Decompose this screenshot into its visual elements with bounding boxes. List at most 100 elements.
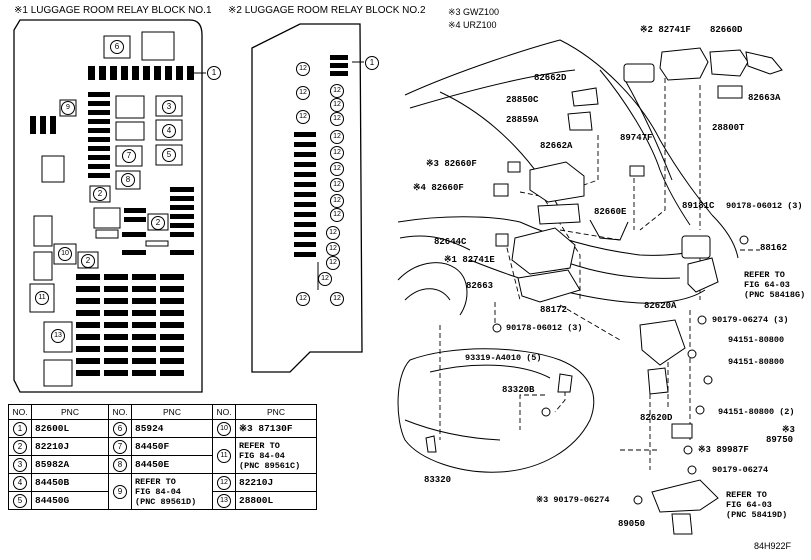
marker-2c: 2 <box>81 254 95 268</box>
drawing-id: 84H922F <box>754 541 792 551</box>
refer-line: (PNC 58418G) <box>744 290 806 300</box>
part-label-89050: 89050 <box>618 519 646 529</box>
refer-line: FIG 64-03 <box>726 500 772 510</box>
row-no: 5 <box>13 493 27 508</box>
row-no: 9 <box>113 484 127 499</box>
part-label-90179-b: 90179-06274 <box>712 465 769 475</box>
refer-fig-6403-a: REFER TO FIG 64-03 (PNC 58418G) <box>744 270 805 300</box>
part-label-82644C: 82644C <box>434 237 467 247</box>
b2-marker-12: 12 <box>330 130 344 144</box>
marker-2b: 2 <box>151 216 165 230</box>
part-label-82741E: ※1 82741E <box>444 255 495 265</box>
table-head-no: NO. <box>8 404 32 420</box>
row-no: 11 <box>217 448 231 463</box>
row-no: 1 <box>13 421 27 436</box>
refer-line: FIG 84-04 <box>239 450 285 461</box>
b2-marker-12: 12 <box>330 178 344 192</box>
part-label-82662A: 82662A <box>540 141 573 151</box>
b2-marker-12: 12 <box>296 110 310 124</box>
marker-1: 1 <box>207 66 221 80</box>
part-label-90179-c: ※3 90179-06274 <box>536 495 610 505</box>
refer-line: (PNC 89561C) <box>239 460 301 471</box>
part-label-28800T: 28800T <box>712 123 745 133</box>
table-head-pnc: PNC <box>235 404 317 420</box>
part-label-94151-a: 94151-80800 <box>728 335 785 345</box>
row-pnc: 84450B <box>31 473 109 492</box>
block1-title: ※1 LUGGAGE ROOM RELAY BLOCK NO.1 <box>14 5 212 16</box>
b2-marker-12: 12 <box>330 194 344 208</box>
relay-block-no2 <box>251 23 364 373</box>
part-label-90178-b: 90178-06012 (3) <box>506 323 583 333</box>
part-label-82741F: ※2 82741F <box>640 25 691 35</box>
b2-marker-12: 12 <box>318 272 332 286</box>
part-label-89987F: ※3 89987F <box>698 445 749 455</box>
marker-6: 6 <box>110 40 124 54</box>
marker-10: 10 <box>58 247 72 261</box>
block2-title: ※2 LUGGAGE ROOM RELAY BLOCK NO.2 <box>228 5 426 16</box>
row-no: 6 <box>113 421 127 436</box>
marker-7: 7 <box>122 149 136 163</box>
marker-11: 11 <box>35 291 49 305</box>
part-label-89750: 89750 <box>766 435 794 445</box>
part-label-82660D: 82660D <box>710 25 743 35</box>
part-label-94151-c: 94151-80800 (2) <box>718 407 795 417</box>
part-label-89181C: 89181C <box>682 201 715 211</box>
row-pnc: 82600L <box>31 419 109 438</box>
note-urz100: ※4 URZ100 <box>448 20 497 30</box>
b2-marker-1: 1 <box>365 56 379 70</box>
refer-line: REFER TO <box>135 476 176 487</box>
part-label-90179-a: 90179-06274 (3) <box>712 315 789 325</box>
part-label-82660E: 82660E <box>594 207 627 217</box>
part-label-88162: 88162 <box>760 243 788 253</box>
part-label-82620D: 82620D <box>640 413 673 423</box>
refer-line: FIG 84-04 <box>135 486 181 497</box>
marker-3: 3 <box>162 100 176 114</box>
row-no: 8 <box>113 457 127 472</box>
part-label-82660F-urz: ※4 82660F <box>413 183 464 193</box>
part-label-83320B: 83320B <box>502 385 535 395</box>
row-no: 3 <box>13 457 27 472</box>
part-label-89750-note: ※3 <box>782 425 795 435</box>
part-label-89747F: 89747F <box>620 133 653 143</box>
marker-5: 5 <box>162 148 176 162</box>
note-gwz100: ※3 GWZ100 <box>448 7 500 17</box>
part-label-90178-a: 90178-06012 (3) <box>726 201 803 211</box>
b2-marker-12: 12 <box>330 208 344 222</box>
row-no: 7 <box>113 439 127 454</box>
refer-line: (PNC 89561D) <box>135 496 197 507</box>
b2-marker-12: 12 <box>330 112 344 126</box>
b2-marker-12: 12 <box>330 162 344 176</box>
b2-marker-12: 12 <box>330 84 344 98</box>
part-label-82620A: 82620A <box>644 301 677 311</box>
b2-marker-12: 12 <box>296 62 310 76</box>
row-pnc: 84450F <box>131 437 213 456</box>
b2-marker-12: 12 <box>296 86 310 100</box>
relay-block-no1 <box>13 19 206 393</box>
row-no: 2 <box>13 439 27 454</box>
part-label-28859A: 28859A <box>506 115 539 125</box>
table-head-no: NO. <box>212 404 236 420</box>
row-no: 13 <box>217 493 231 508</box>
row-pnc: 82210J <box>235 473 317 492</box>
marker-8: 8 <box>121 173 135 187</box>
marker-2a: 2 <box>93 187 107 201</box>
part-label-82663: 82663 <box>466 281 494 291</box>
b2-marker-12: 12 <box>330 98 344 112</box>
table-head-no: NO. <box>108 404 132 420</box>
row-pnc: 84450G <box>31 491 109 510</box>
b2-marker-12: 12 <box>296 292 310 306</box>
part-label-28850C: 28850C <box>506 95 539 105</box>
row-no: 12 <box>217 475 231 490</box>
b2-marker-12: 12 <box>326 256 340 270</box>
part-label-93319: 93319-A4010 (5) <box>465 353 542 363</box>
row-no: 10 <box>217 421 231 436</box>
row-pnc: 85924 <box>131 419 213 438</box>
part-label-88172: 88172 <box>540 305 568 315</box>
part-label-94151-b: 94151-80800 <box>728 357 785 367</box>
b2-marker-12: 12 <box>330 292 344 306</box>
marker-13: 13 <box>51 329 65 343</box>
refer-fig-6403-b: REFER TO FIG 64-03 (PNC 58419D) <box>726 490 787 520</box>
marker-9: 9 <box>61 101 75 115</box>
refer-line: FIG 64-03 <box>744 280 790 290</box>
